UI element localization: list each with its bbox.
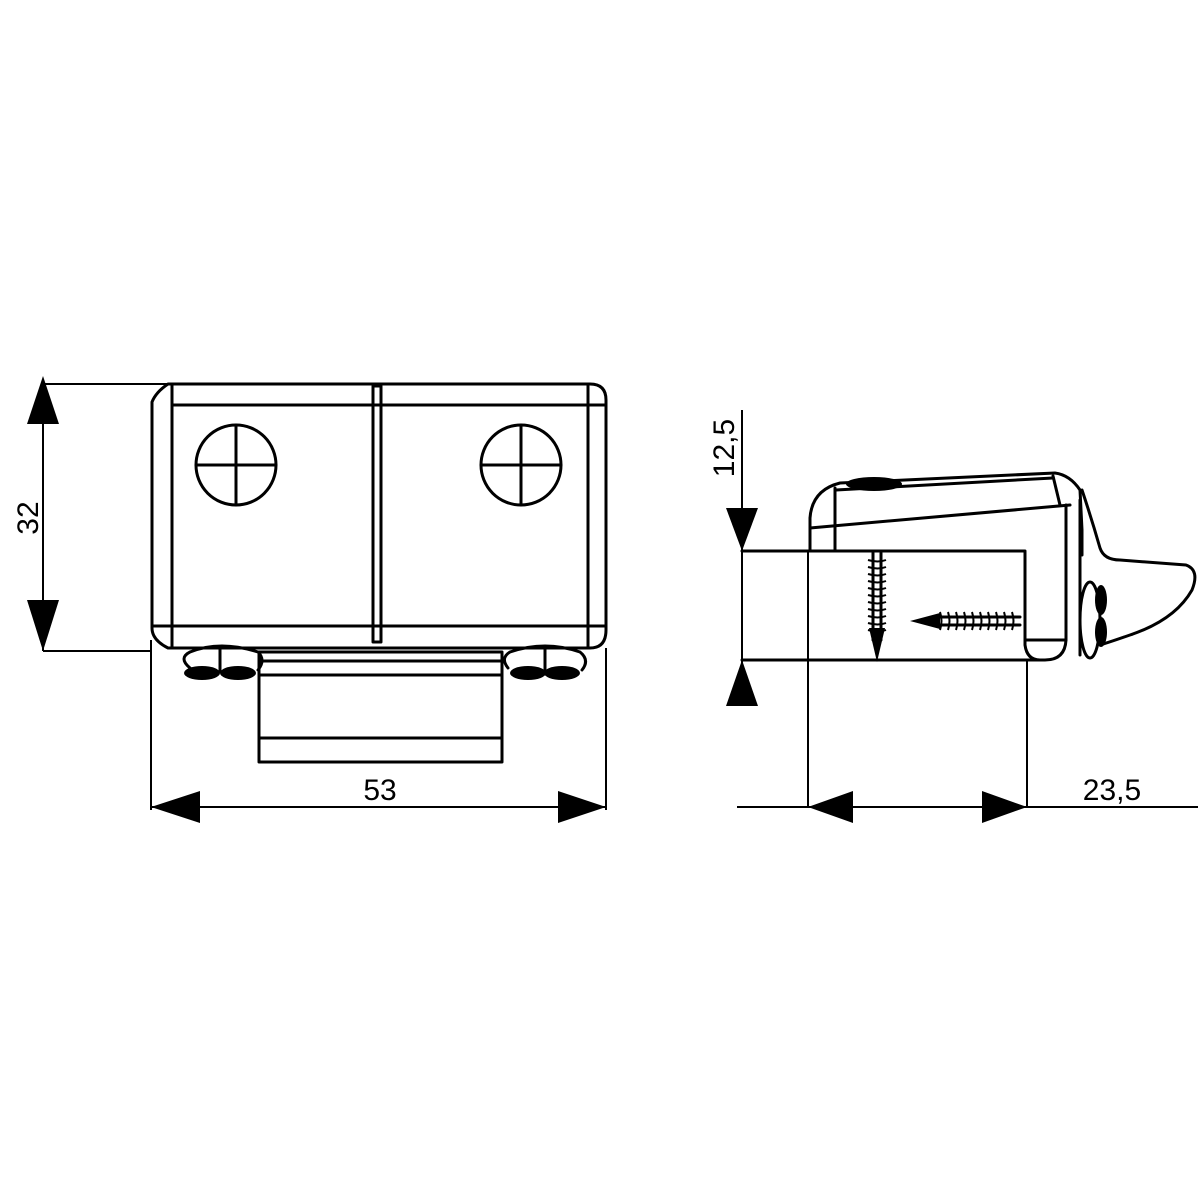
knob-icon xyxy=(1078,580,1107,660)
dimension-height: 32 xyxy=(12,376,168,652)
latch-tab xyxy=(257,650,504,764)
dimension-width-label: 53 xyxy=(363,774,396,807)
dimension-width: 53 xyxy=(150,640,607,823)
roller-right-icon xyxy=(503,644,587,680)
dimension-side-depth: 23,5 xyxy=(737,551,1198,823)
screw-hole-right-icon xyxy=(479,423,563,507)
screw-vertical-icon xyxy=(867,551,887,662)
dimension-side-height-label: 12,5 xyxy=(708,419,741,477)
screw-hole-left-icon xyxy=(194,423,278,507)
roller-left-icon xyxy=(182,644,264,680)
front-view: 32 53 xyxy=(12,376,608,823)
dimension-side-height: 12,5 xyxy=(708,410,758,706)
screw-horizontal-icon xyxy=(910,611,1022,631)
center-split xyxy=(371,384,383,644)
side-view: 12,5 23,5 xyxy=(708,410,1198,823)
dimension-side-depth-label: 23,5 xyxy=(1083,774,1141,807)
dimension-height-label: 32 xyxy=(12,501,45,534)
